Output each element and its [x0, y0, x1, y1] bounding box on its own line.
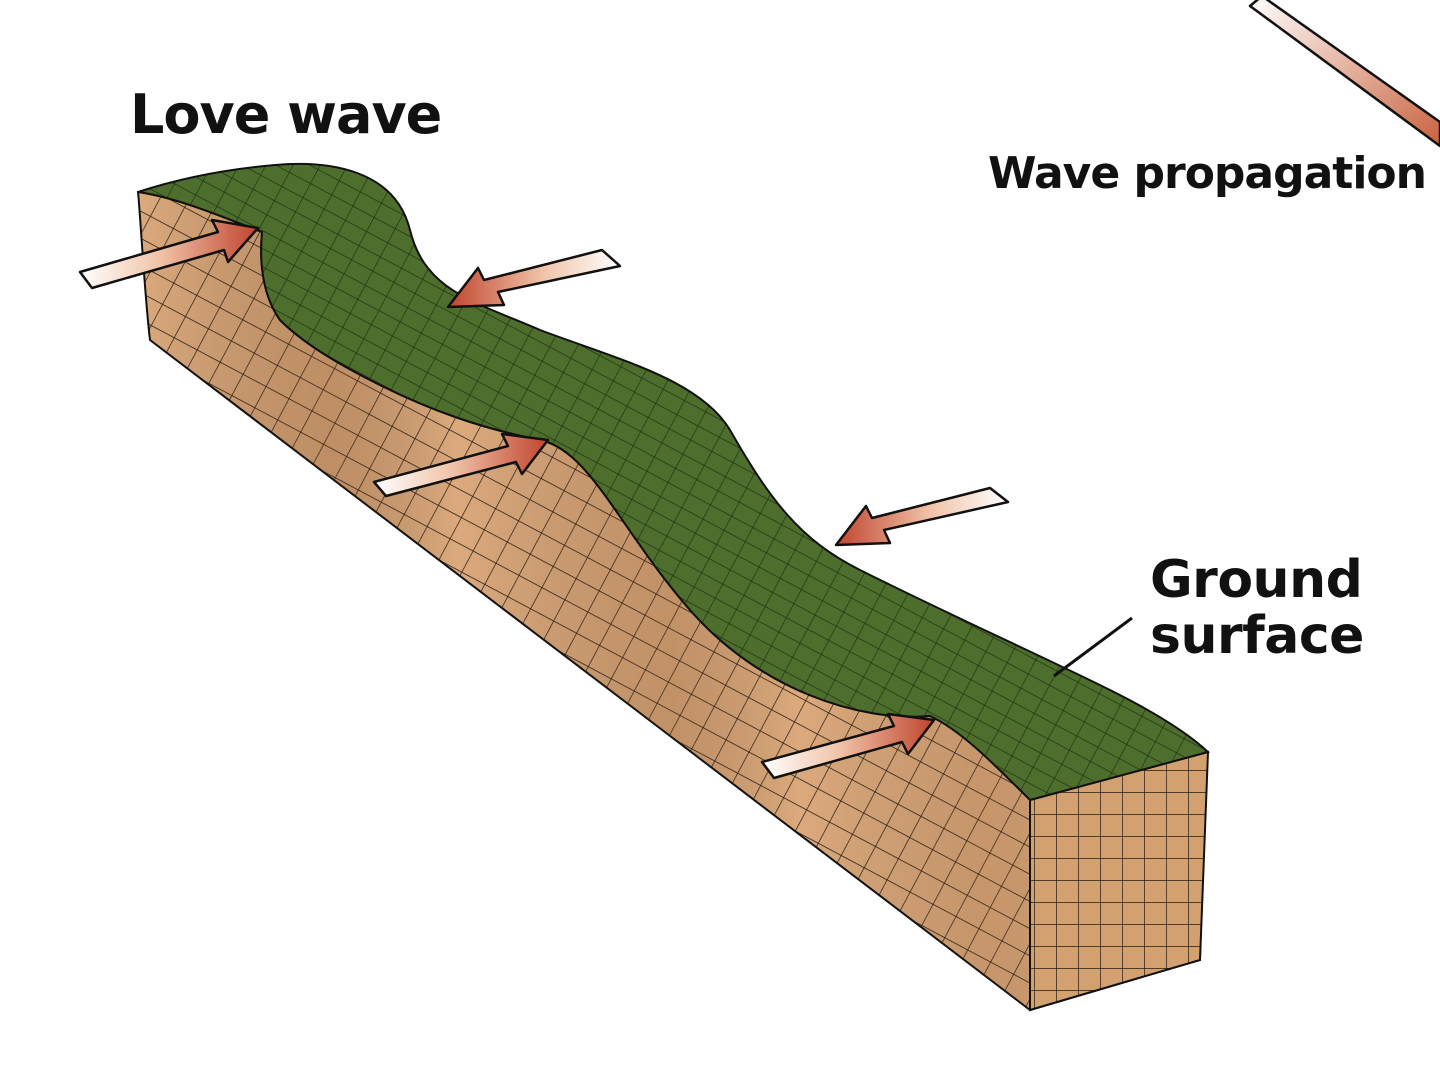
- ground-surface-label: Ground surface: [1150, 552, 1364, 664]
- motion-arrow-5: [760, 712, 936, 780]
- ground-surface-leader-line: [1053, 616, 1133, 678]
- block-arrow-icon: [446, 248, 622, 309]
- block-side-shading: [138, 192, 1205, 1010]
- diagonal-arrow-icon: [1248, 0, 1440, 148]
- block-arrow-icon: [834, 486, 1010, 547]
- block-arrow-icon: [372, 432, 550, 498]
- diagram-title: Love wave: [130, 83, 442, 146]
- motion-arrow-3: [372, 432, 550, 498]
- motion-arrow-4: [834, 486, 1010, 547]
- ground-surface-label-line1: Ground: [1150, 550, 1363, 610]
- motion-arrow-2: [446, 248, 622, 309]
- ground-surface-label-line2: surface: [1150, 606, 1364, 667]
- ground-surface-top: [137, 162, 1210, 802]
- block-arrow-icon: [760, 712, 936, 780]
- wave-propagation-label: Wave propagation: [988, 148, 1427, 199]
- block-arrow-icon: [78, 218, 260, 290]
- motion-arrow-1: [78, 218, 260, 290]
